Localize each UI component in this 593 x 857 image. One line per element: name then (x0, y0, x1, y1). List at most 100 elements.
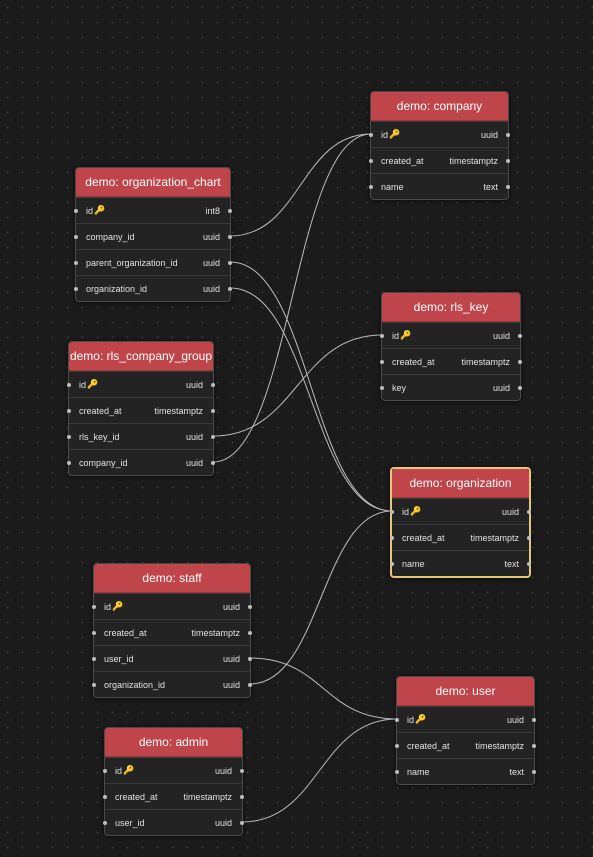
connector-handle-left[interactable] (369, 132, 373, 137)
connector-handle-right[interactable] (532, 743, 536, 748)
connector-handle-left[interactable] (395, 769, 399, 774)
connector-handle-left[interactable] (395, 743, 399, 748)
connector-handle-left[interactable] (74, 208, 78, 213)
connector-handle-left[interactable] (380, 333, 384, 338)
connector-handle-left[interactable] (74, 260, 78, 265)
connector-handle-right[interactable] (506, 184, 510, 189)
connector-handle-right[interactable] (527, 509, 531, 514)
connector-handle-left[interactable] (369, 158, 373, 163)
relationship-edge[interactable] (212, 133, 372, 463)
connector-handle-right[interactable] (248, 630, 252, 635)
connector-handle-right[interactable] (211, 408, 215, 413)
table-title[interactable]: demo: organization_chart (76, 168, 230, 197)
connector-handle-left[interactable] (67, 382, 71, 387)
table-title[interactable]: demo: company (371, 92, 508, 121)
relationship-edge[interactable] (249, 657, 398, 720)
connector-handle-left[interactable] (74, 286, 78, 291)
connector-handle-right[interactable] (240, 768, 244, 773)
connector-handle-left[interactable] (390, 561, 394, 566)
connector-handle-left[interactable] (67, 408, 71, 413)
connector-handle-left[interactable] (92, 682, 96, 687)
connector-handle-left[interactable] (67, 434, 71, 439)
connector-handle-right[interactable] (532, 769, 536, 774)
connector-handle-right[interactable] (527, 535, 531, 540)
relationship-edge[interactable] (229, 133, 372, 237)
connector-handle-right[interactable] (211, 382, 215, 387)
connector-handle-right[interactable] (248, 682, 252, 687)
table-title[interactable]: demo: rls_key (382, 293, 520, 322)
connector-handle-right[interactable] (228, 208, 232, 213)
connector-handle-right[interactable] (248, 604, 252, 609)
connector-handle-left[interactable] (395, 717, 399, 722)
column-row[interactable]: id🔑uuid (390, 498, 531, 524)
column-row[interactable]: id🔑uuid (369, 121, 510, 147)
connector-handle-right[interactable] (518, 333, 522, 338)
connector-handle-left[interactable] (67, 460, 71, 465)
connector-handle-left[interactable] (369, 184, 373, 189)
connector-handle-right[interactable] (506, 158, 510, 163)
table-title[interactable]: demo: rls_company_group (69, 342, 213, 371)
column-row[interactable]: id🔑uuid (103, 757, 244, 783)
connector-handle-right[interactable] (240, 794, 244, 799)
connector-handle-left[interactable] (103, 820, 107, 825)
connector-handle-right[interactable] (248, 656, 252, 661)
relationship-edge[interactable] (229, 287, 393, 512)
connector-handle-right[interactable] (527, 561, 531, 566)
connector-handle-left[interactable] (103, 794, 107, 799)
connector-handle-right[interactable] (211, 434, 215, 439)
connector-handle-right[interactable] (228, 260, 232, 265)
table-title[interactable]: demo: organization (392, 469, 529, 498)
column-row[interactable]: id🔑uuid (380, 322, 522, 348)
relationship-edge[interactable] (212, 334, 383, 437)
connector-handle-left[interactable] (380, 359, 384, 364)
connector-handle-left[interactable] (74, 234, 78, 239)
connector-handle-right[interactable] (228, 286, 232, 291)
connector-handle-right[interactable] (228, 234, 232, 239)
connector-handle-right[interactable] (211, 460, 215, 465)
connector-handle-left[interactable] (390, 535, 394, 540)
relationship-edge[interactable] (249, 510, 393, 685)
column-row[interactable]: id🔑uuid (395, 706, 536, 732)
column-row[interactable]: id🔑int8 (74, 197, 232, 223)
connector-handle-right[interactable] (240, 820, 244, 825)
table-title[interactable]: demo: staff (94, 564, 250, 593)
connector-handle-right[interactable] (518, 359, 522, 364)
table-title[interactable]: demo: admin (105, 728, 242, 757)
connector-handle-left[interactable] (92, 630, 96, 635)
connector-handle-right[interactable] (518, 385, 522, 390)
column-row[interactable]: id🔑uuid (67, 371, 215, 397)
relationship-edge[interactable] (229, 261, 393, 512)
connector-handle-left[interactable] (103, 768, 107, 773)
column-row[interactable]: id🔑uuid (92, 593, 252, 619)
connector-handle-left[interactable] (380, 385, 384, 390)
connector-handle-right[interactable] (532, 717, 536, 722)
connector-handle-right[interactable] (506, 132, 510, 137)
